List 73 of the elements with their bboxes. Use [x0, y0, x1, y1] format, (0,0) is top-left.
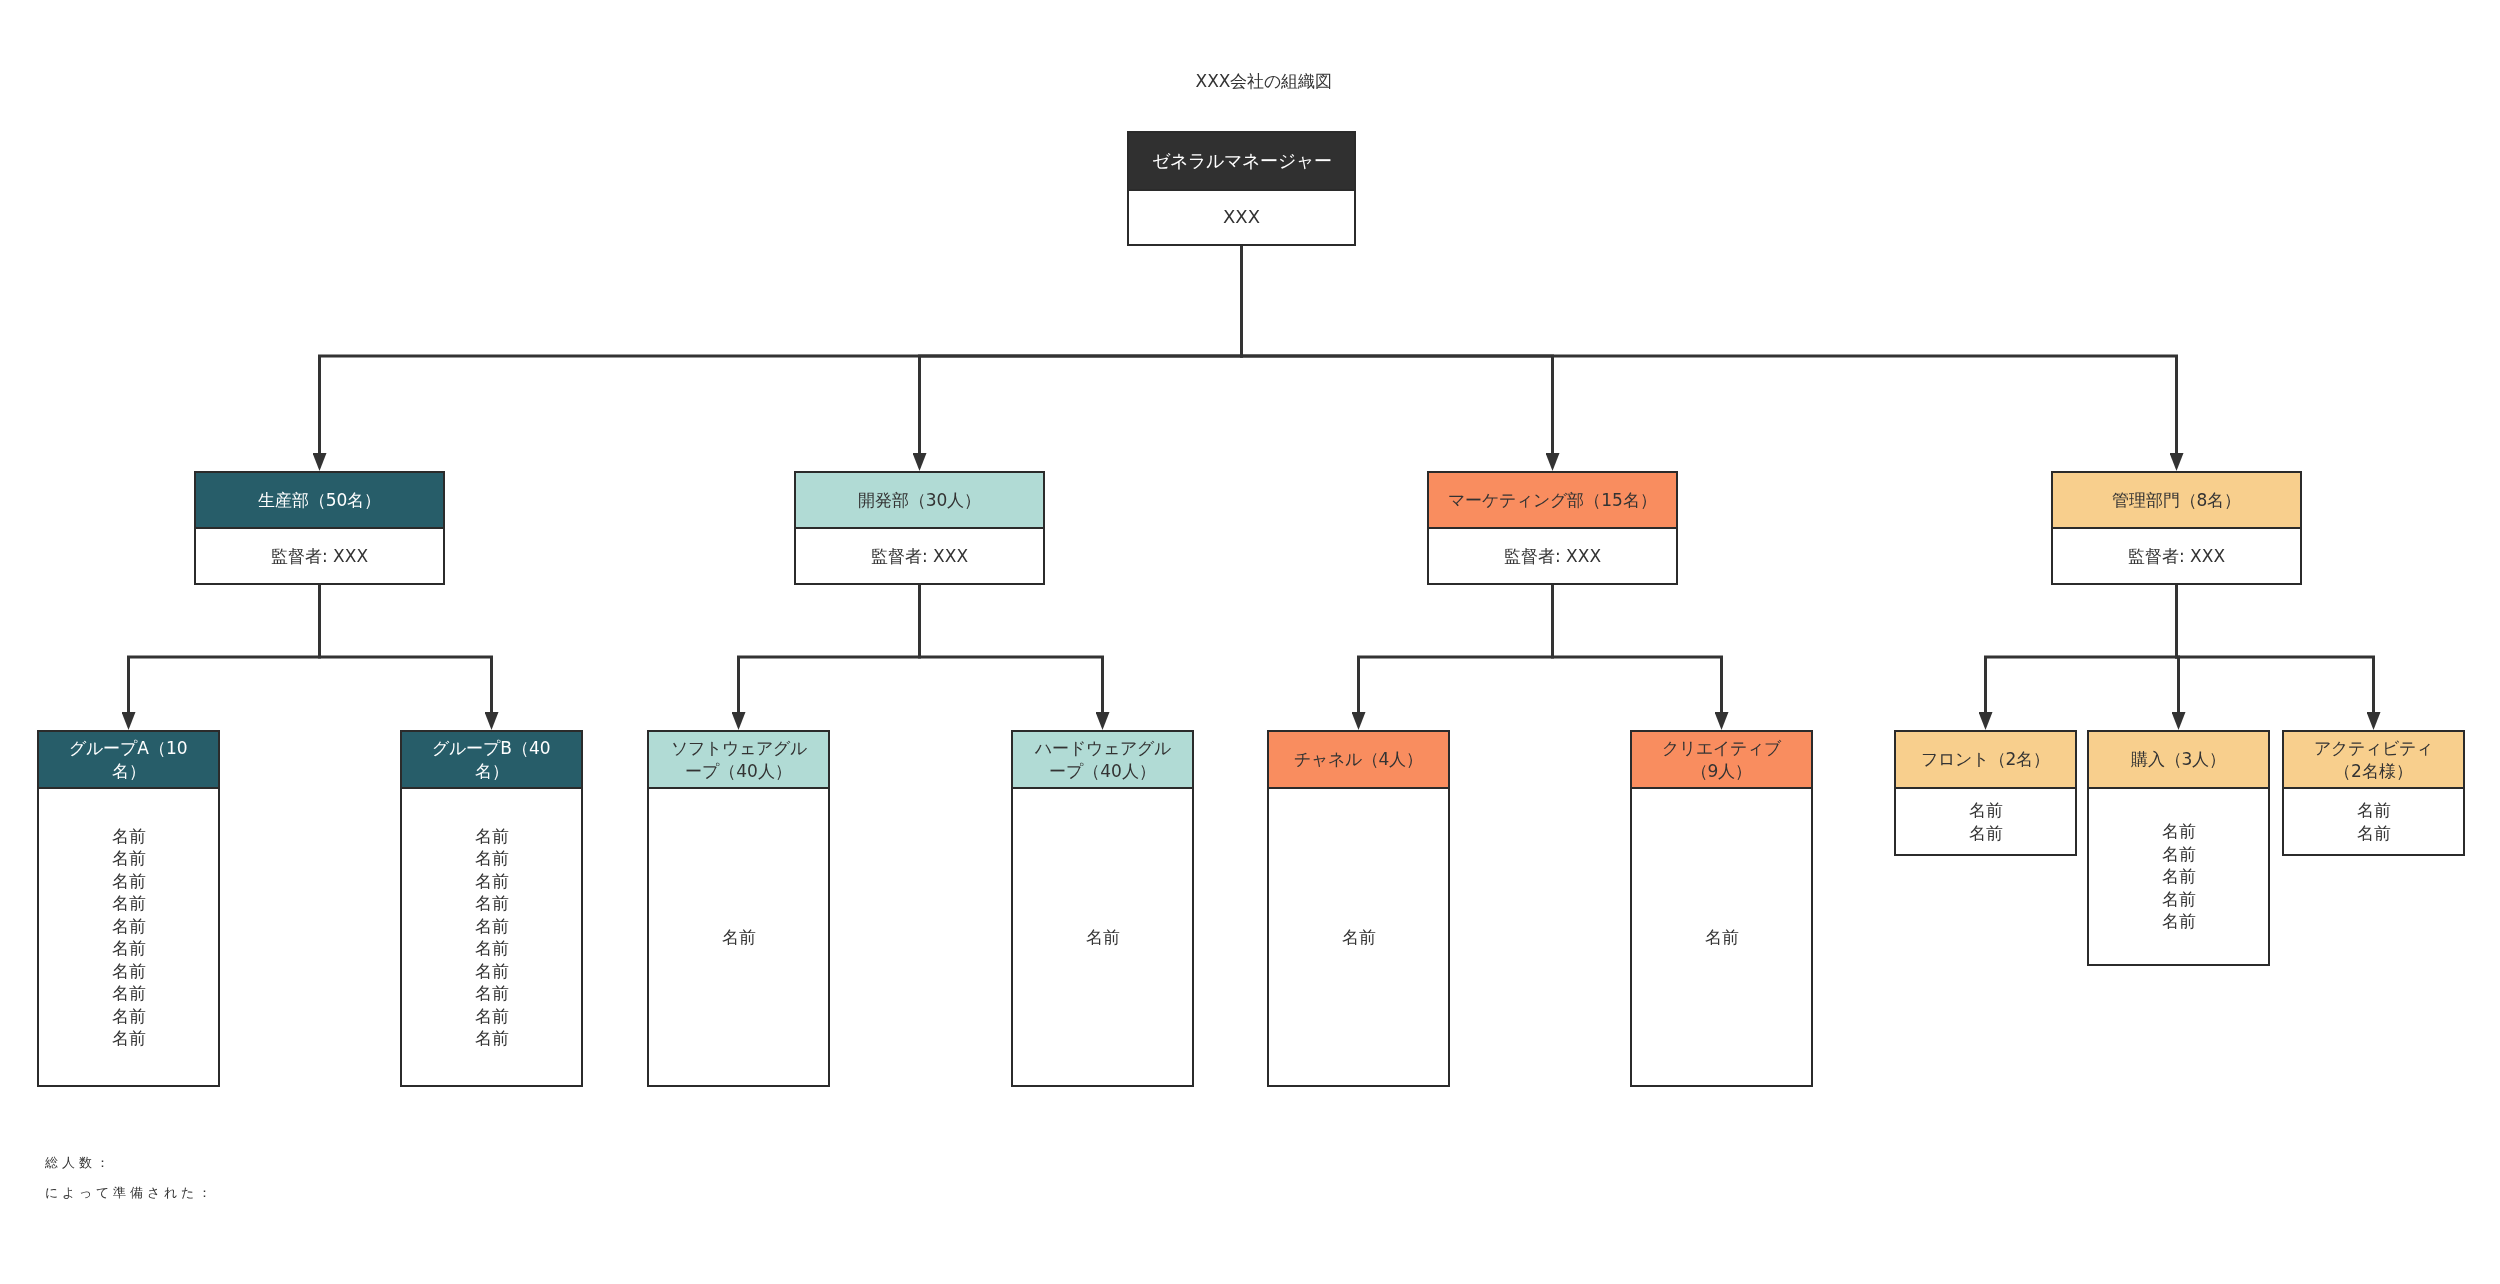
- name-text: 名前: [2161, 842, 2196, 866]
- heading-band: チャネル（4人）: [1269, 732, 1448, 789]
- team-box: [1630, 730, 1813, 1087]
- team-box: [400, 730, 583, 1087]
- name-text: XXX: [1223, 206, 1260, 229]
- name-text: 名前: [474, 914, 509, 937]
- department-box: [794, 471, 1045, 585]
- name-text: 名前: [474, 869, 509, 892]
- name-text: 名前: [2356, 799, 2391, 822]
- diagram-title: XXX会社の組織図: [1195, 70, 1333, 93]
- heading-band: グループA（10名）: [39, 732, 218, 789]
- name-text: 名前: [474, 1004, 509, 1027]
- name-text: 名前: [2356, 821, 2391, 844]
- name-text: 名前: [111, 1027, 146, 1050]
- heading-band: ハードウェアグループ（40人）: [1013, 732, 1192, 789]
- heading-band: 開発部（30人）: [796, 473, 1043, 529]
- heading-band: アクティビティ（2名様）: [2284, 732, 2463, 789]
- name-text: 名前: [111, 847, 146, 870]
- name-text: 名前: [1968, 799, 2003, 822]
- name-text: 名前: [1341, 925, 1376, 949]
- name-text: 名前: [1704, 925, 1739, 949]
- team-box: [2087, 730, 2270, 966]
- name-text: 名前: [2161, 887, 2196, 911]
- heading-band: 生産部（50名）: [196, 473, 443, 529]
- name-text: 名前: [474, 824, 509, 847]
- footer-note: 総人数：: [45, 1154, 113, 1172]
- name-text: 名前: [2161, 910, 2196, 933]
- manager-box: [1127, 131, 1356, 246]
- name-text: 名前: [474, 937, 509, 960]
- department-box: [194, 471, 445, 585]
- connector-arrow: [918, 585, 1110, 730]
- team-box: [1894, 730, 2077, 856]
- name-text: 名前: [111, 1004, 146, 1027]
- supervisor-text: 監督者: XXX: [2127, 544, 2226, 568]
- heading-band: グループB（40名）: [402, 732, 581, 789]
- supervisor-text: 監督者: XXX: [1503, 544, 1602, 568]
- name-text: 名前: [111, 914, 146, 937]
- heading-band: クリエイティブ（9人）: [1632, 732, 1811, 789]
- supervisor-text: 監督者: XXX: [270, 544, 369, 568]
- team-box: [37, 730, 220, 1087]
- heading-band: 管理部門（8名）: [2053, 473, 2300, 529]
- footer-note: によって準備された：: [45, 1184, 215, 1202]
- heading-band: ソフトウェアグループ（40人）: [649, 732, 828, 789]
- name-text: 名前: [111, 824, 146, 847]
- name-text: 名前: [721, 925, 756, 949]
- name-text: 名前: [111, 892, 146, 915]
- department-box: [1427, 471, 1678, 585]
- name-text: 名前: [2161, 820, 2196, 843]
- connector-arrow: [2175, 585, 2381, 730]
- team-box: [2282, 730, 2465, 856]
- supervisor-text: 監督者: XXX: [870, 544, 969, 568]
- department-box: [2051, 471, 2302, 585]
- heading-band: マーケティング部（15名）: [1429, 473, 1676, 529]
- team-box: [1267, 730, 1450, 1087]
- name-text: 名前: [2161, 865, 2196, 888]
- name-text: 名前: [474, 847, 509, 870]
- name-text: 名前: [111, 982, 146, 1005]
- heading-band: フロント（2名）: [1896, 732, 2075, 789]
- name-text: 名前: [474, 982, 509, 1005]
- name-text: 名前: [474, 959, 509, 982]
- name-text: 名前: [1085, 925, 1120, 949]
- team-box: [1011, 730, 1194, 1087]
- name-text: 名前: [111, 959, 146, 982]
- name-text: 名前: [111, 869, 146, 892]
- name-text: 名前: [474, 892, 509, 915]
- connector-arrow: [1551, 585, 1729, 730]
- connector-arrow: [318, 585, 499, 730]
- name-text: 名前: [111, 937, 146, 960]
- name-text: 名前: [1968, 821, 2003, 844]
- team-box: [647, 730, 830, 1087]
- name-text: 名前: [474, 1027, 509, 1050]
- heading-band: ゼネラルマネージャー: [1129, 133, 1354, 191]
- heading-band: 購入（3人）: [2089, 732, 2268, 789]
